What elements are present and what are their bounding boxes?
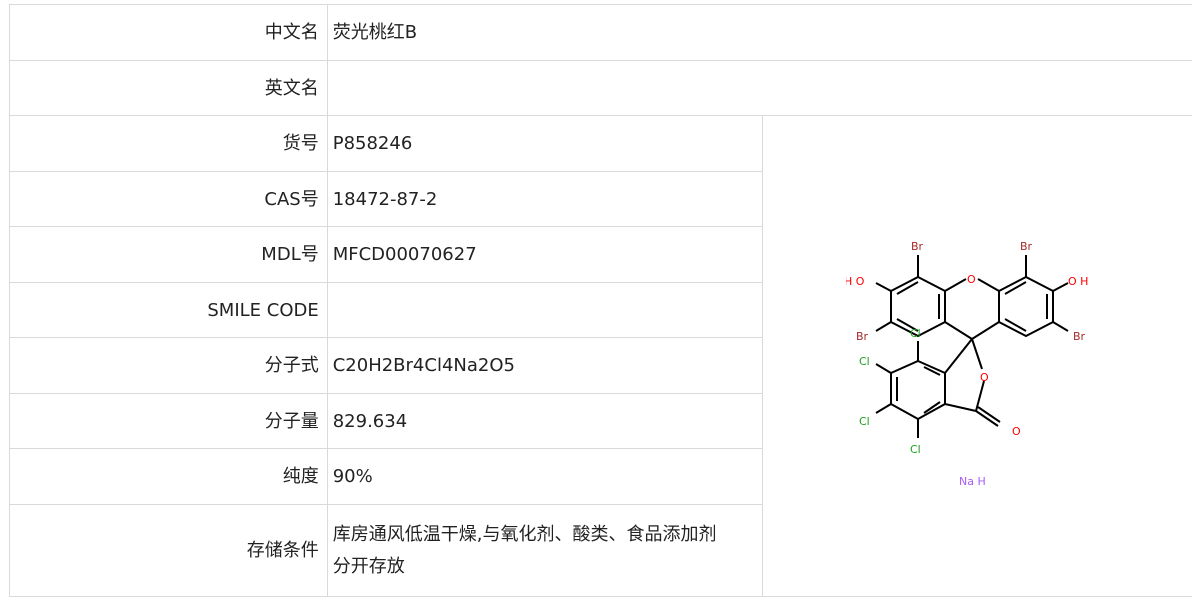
- storage-line-1: 库房通风低温干燥,与氧化剂、酸类、食品添加剂: [332, 523, 717, 545]
- label-molecular-weight: 分子量: [9, 393, 328, 449]
- row-molecular-weight: 分子量 829.634: [9, 393, 1192, 449]
- atom-cl-4: Cl: [910, 443, 921, 456]
- atom-cl-2: Cl: [859, 355, 870, 368]
- product-info-table: 中文名 荧光桃红B 英文名 货号 P858246: [9, 4, 1192, 597]
- atom-carbonyl-oxygen: O: [1012, 425, 1021, 438]
- value-purity: 90%: [326, 448, 764, 505]
- value-storage-conditions: 库房通风低温干燥,与氧化剂、酸类、食品添加剂分开存放: [326, 504, 764, 597]
- atom-sodium-hydride: Na H: [959, 475, 986, 488]
- row-purity: 纯度 90%: [9, 448, 1192, 505]
- atom-br-top-left: Br: [911, 240, 924, 253]
- atom-br-top-right: Br: [1020, 240, 1033, 253]
- structure-cell: Br Br H O O H O Br Br Cl Cl O Cl O Cl Na…: [762, 115, 1192, 597]
- label-catalog-number: 货号: [9, 115, 328, 172]
- atom-hydroxy-right: O H: [1068, 275, 1088, 288]
- value-chinese-name: 荧光桃红B: [326, 4, 1192, 61]
- row-smile-code: SMILE CODE: [9, 282, 1192, 338]
- label-smile-code: SMILE CODE: [9, 282, 328, 338]
- label-english-name: 英文名: [9, 60, 328, 116]
- atom-cl-3: Cl: [859, 415, 870, 428]
- chemical-structure-image: Br Br H O O H O Br Br Cl Cl O Cl O Cl Na…: [846, 240, 1088, 488]
- value-catalog-number: P858246: [326, 115, 764, 172]
- label-storage-conditions: 存储条件: [9, 504, 328, 597]
- label-molecular-formula: 分子式: [9, 337, 328, 394]
- label-mdl-number: MDL号: [9, 226, 328, 283]
- storage-line-2: 分开存放: [332, 555, 405, 577]
- row-catalog-number: 货号 P858246: [9, 115, 1192, 597]
- value-molecular-formula: C20H2Br4Cl4Na2O5: [326, 337, 764, 394]
- row-chinese-name: 中文名 荧光桃红B: [9, 4, 1192, 61]
- value-english-name: [326, 60, 1192, 116]
- atom-cl-1: Cl: [910, 327, 921, 340]
- value-smile-code: [326, 282, 764, 338]
- atom-bridge-oxygen: O: [967, 273, 976, 286]
- label-cas-number: CAS号: [9, 171, 328, 227]
- row-storage-conditions: 存储条件 库房通风低温干燥,与氧化剂、酸类、食品添加剂分开存放: [9, 504, 1192, 597]
- atom-ring-oxygen: O: [980, 371, 989, 384]
- row-molecular-formula: 分子式 C20H2Br4Cl4Na2O5: [9, 337, 1192, 394]
- atom-br-right-lower: Br: [1073, 330, 1086, 343]
- atom-hydroxy-left: H O: [846, 275, 865, 288]
- row-english-name: 英文名: [9, 60, 1192, 116]
- value-cas-number: 18472-87-2: [326, 171, 764, 227]
- structure-atom-labels: Br Br H O O H O Br Br Cl Cl O Cl O Cl Na…: [846, 240, 1088, 488]
- value-mdl-number: MFCD00070627: [326, 226, 764, 283]
- value-molecular-weight: 829.634: [326, 393, 764, 449]
- structure-bonds: [875, 255, 1069, 438]
- label-chinese-name: 中文名: [9, 4, 328, 61]
- atom-br-left-lower: Br: [856, 330, 869, 343]
- label-purity: 纯度: [9, 448, 328, 505]
